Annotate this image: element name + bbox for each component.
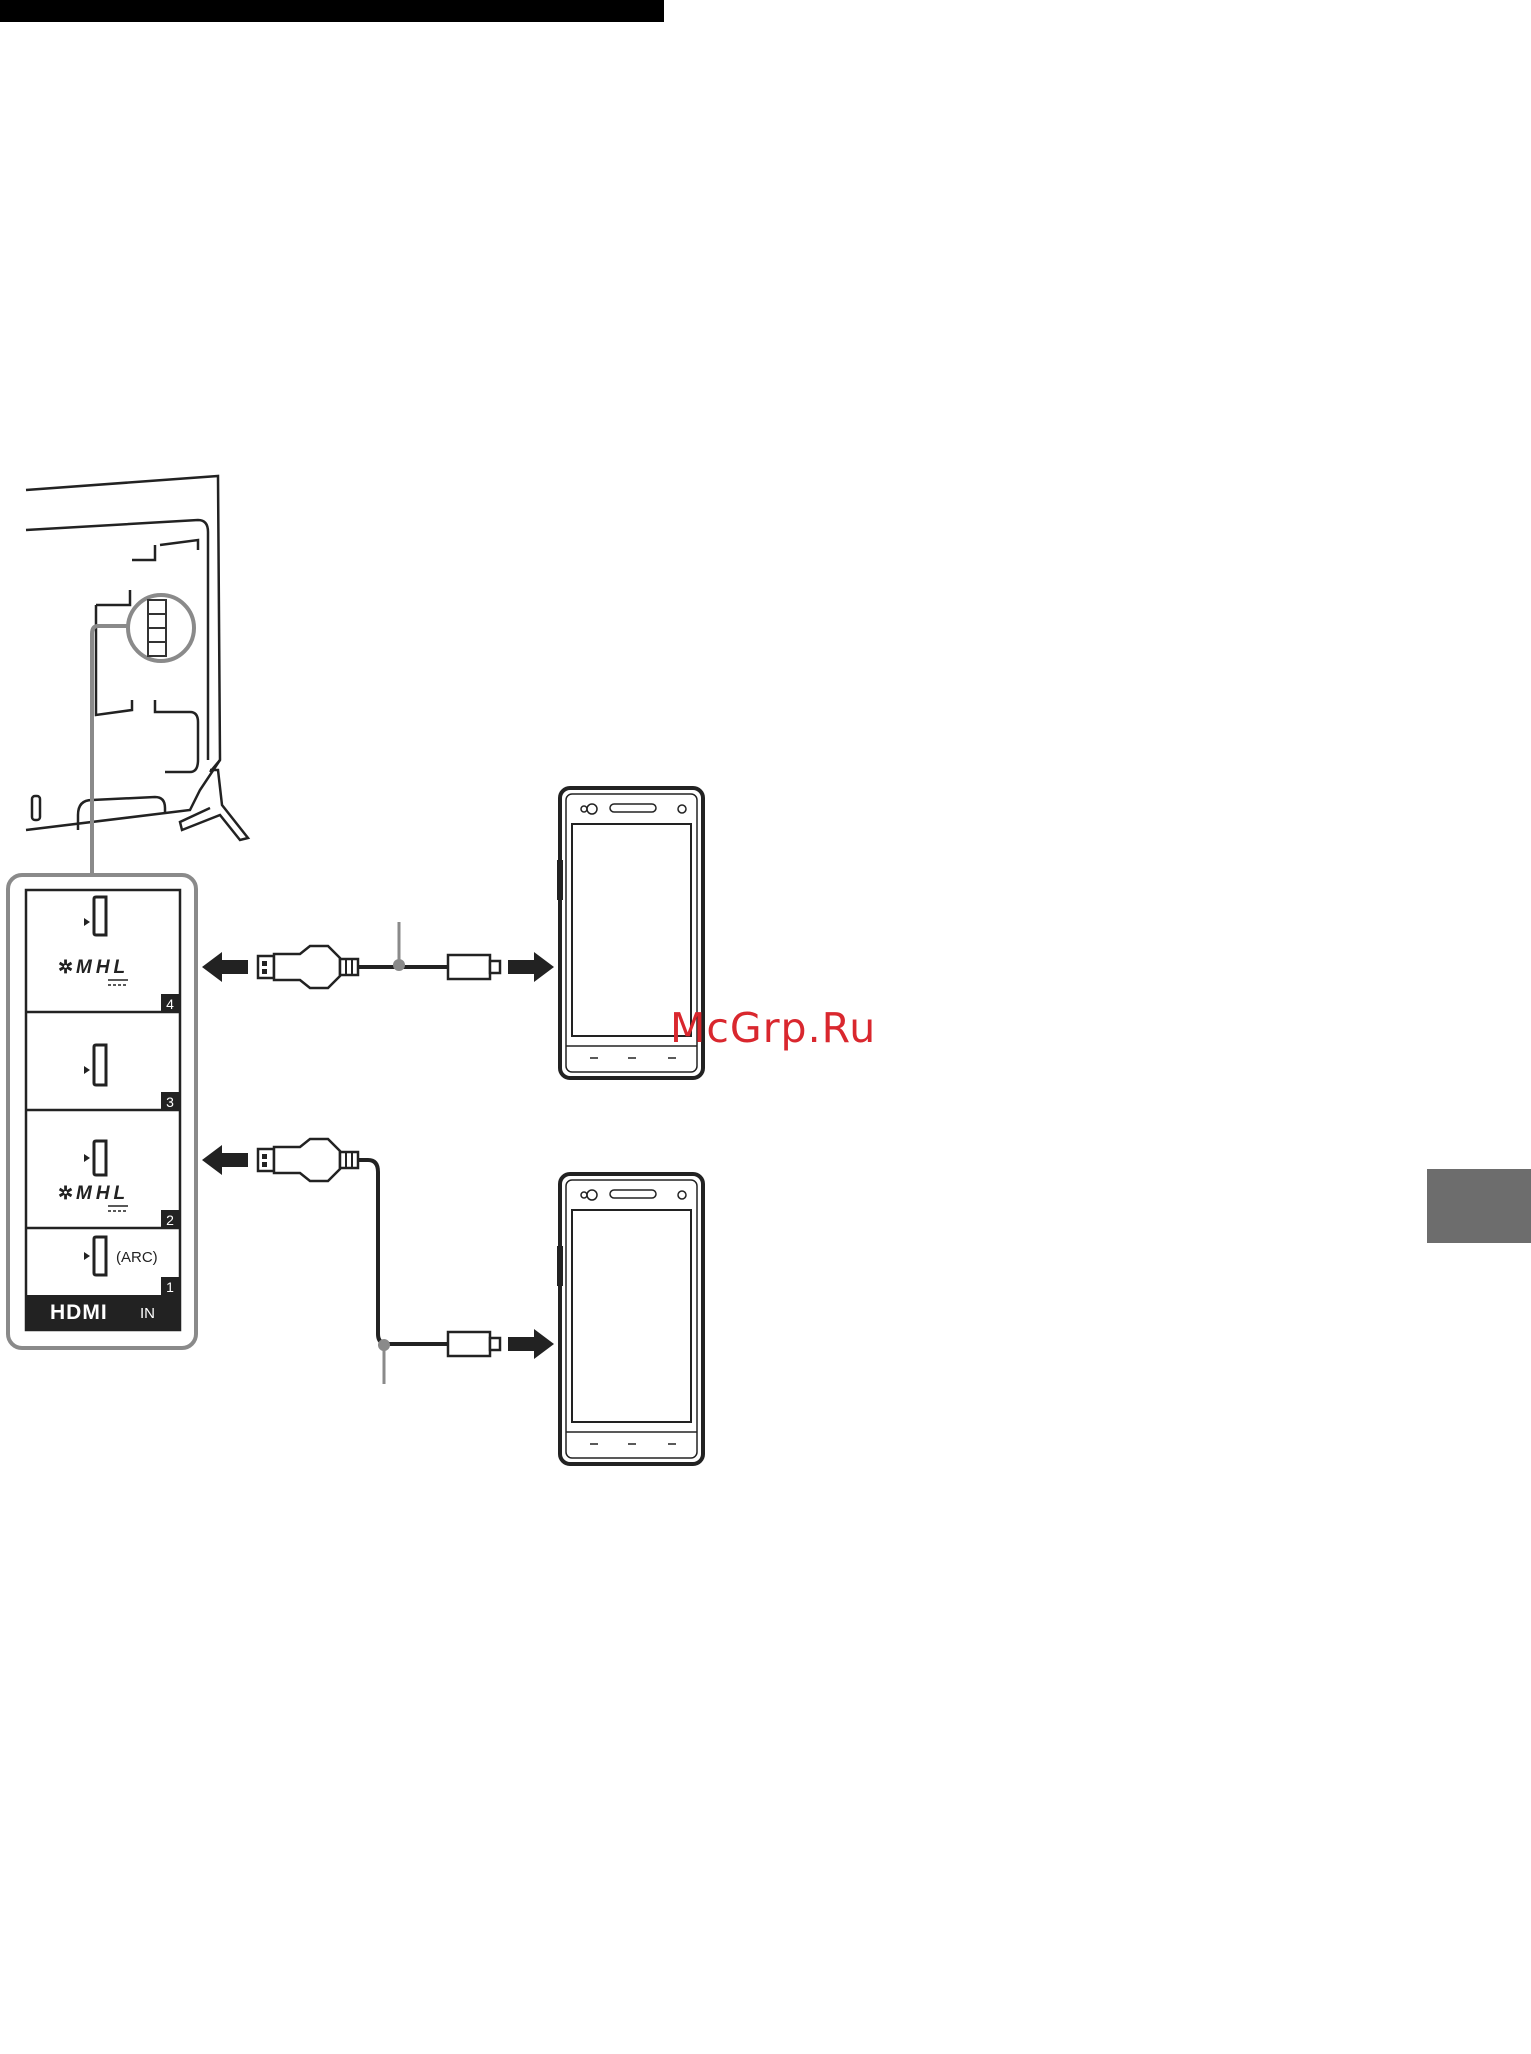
mhl-cable-icon-top — [202, 922, 554, 988]
arc-label: (ARC) — [116, 1249, 158, 1266]
arrow-right-icon — [508, 1329, 554, 1359]
port-number-1: 1 — [166, 1279, 174, 1295]
arrow-left-icon — [202, 1145, 248, 1175]
arrow-right-icon — [508, 952, 554, 982]
mhl-cable-icon-bottom — [202, 1139, 554, 1384]
port-callout — [92, 595, 194, 875]
arrow-left-icon — [202, 952, 248, 982]
mhl-label: MHL — [76, 957, 129, 978]
mhl-label: MHL — [76, 1183, 129, 1204]
hdmi-in-label: IN — [140, 1305, 155, 1322]
hdmi-logo: HDMI — [50, 1301, 108, 1324]
mhl-logo: ✲ — [58, 1183, 73, 1203]
port-number-3: 3 — [166, 1094, 174, 1110]
watermark-text: McGrp.Ru — [670, 1004, 876, 1052]
port-number-2: 2 — [166, 1212, 174, 1228]
tv-rear-icon — [26, 476, 248, 840]
port-number-4: 4 — [166, 996, 174, 1012]
smartphone-icon-bottom — [560, 1174, 703, 1464]
mhl-logo: ✲ — [58, 957, 76, 977]
